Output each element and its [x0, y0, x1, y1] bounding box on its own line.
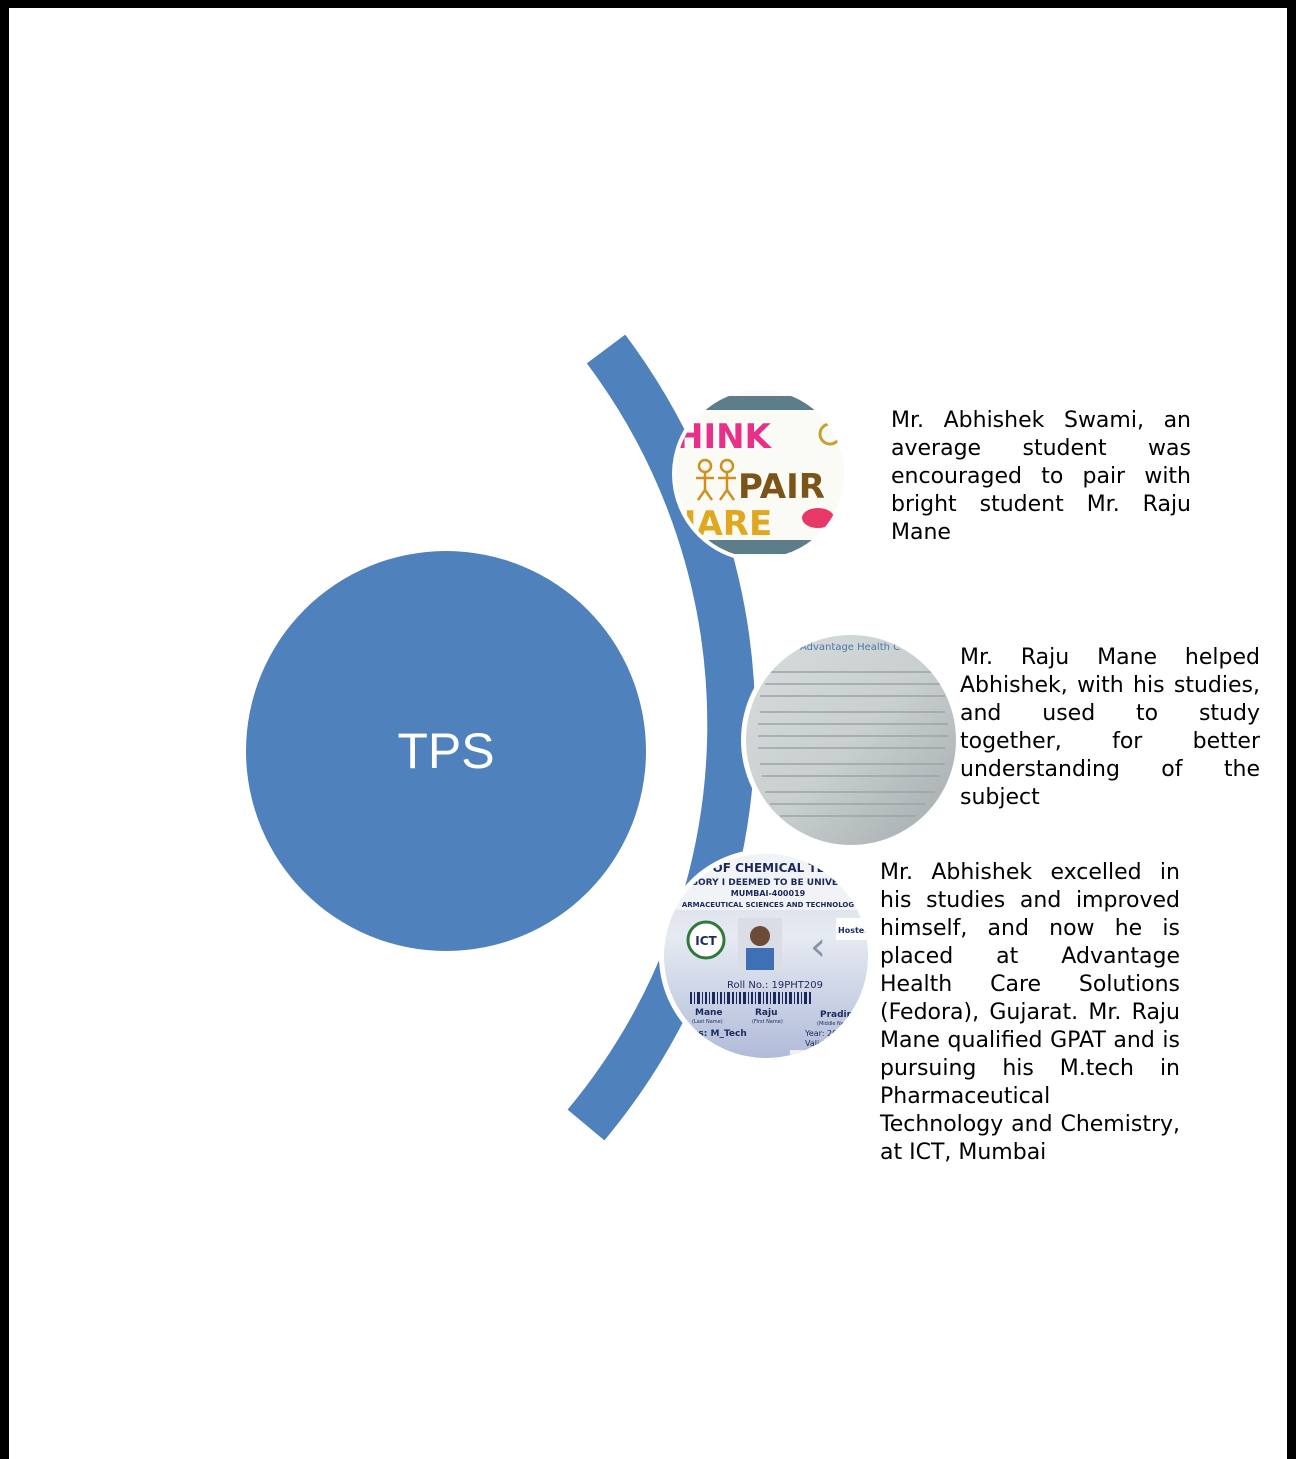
- advantage-health-care-document-photo: Advantage Health C: [741, 630, 961, 850]
- document-heading: Advantage Health C: [800, 642, 900, 653]
- year-label: Year: 2019-20: [804, 1029, 860, 1038]
- ict-logo-text: ICT: [695, 934, 717, 948]
- last-name-caption: (Last Name): [692, 1019, 723, 1025]
- ict-student-id-card-photo: UTE OF CHEMICAL TECHN EGORY I DEEMED TO …: [659, 849, 876, 1063]
- ict-logo-icon: [686, 920, 726, 960]
- middle-name: Pradip: [820, 1010, 854, 1020]
- last-name: Mane: [695, 1008, 723, 1018]
- roll-number: Roll No.: 19PHT209: [727, 980, 823, 991]
- card-header-2: EGORY I DEEMED TO BE UNIVERS: [684, 878, 851, 888]
- barcode: [690, 992, 811, 1004]
- hosteler-label: Hosteler: [838, 926, 876, 935]
- step-2-description: Mr. Raju Mane helped Abhishek, with his …: [960, 645, 1260, 810]
- middle-name-caption: (Middle Name): [817, 1021, 854, 1027]
- card-header-3: MUMBAI-400019: [731, 889, 806, 898]
- card-header-1: UTE OF CHEMICAL TECHN: [682, 861, 854, 875]
- think-pair-share-logo-image: HINK PAIR HARE: [672, 386, 848, 562]
- step-1-description: Mr. Abhishek Swami, an average student w…: [891, 408, 1191, 545]
- pair-word: PAIR: [738, 467, 825, 507]
- class-label: ass: M_Tech: [687, 1029, 747, 1039]
- connector-arc: [567, 334, 756, 1141]
- card-header-4: ARMACEUTICAL SCIENCES AND TECHNOLOG: [682, 901, 854, 909]
- step-3-description: Mr. Abhishek excelled in his studies and…: [880, 860, 1180, 1165]
- chevron-left-icon: ‹: [810, 924, 826, 970]
- speech-bubble-icon: [802, 508, 834, 528]
- first-name-caption: (First Name): [752, 1019, 783, 1025]
- stick-figures-icon: [696, 458, 736, 501]
- hub-circle: [246, 551, 646, 951]
- first-name: Raju: [755, 1008, 778, 1018]
